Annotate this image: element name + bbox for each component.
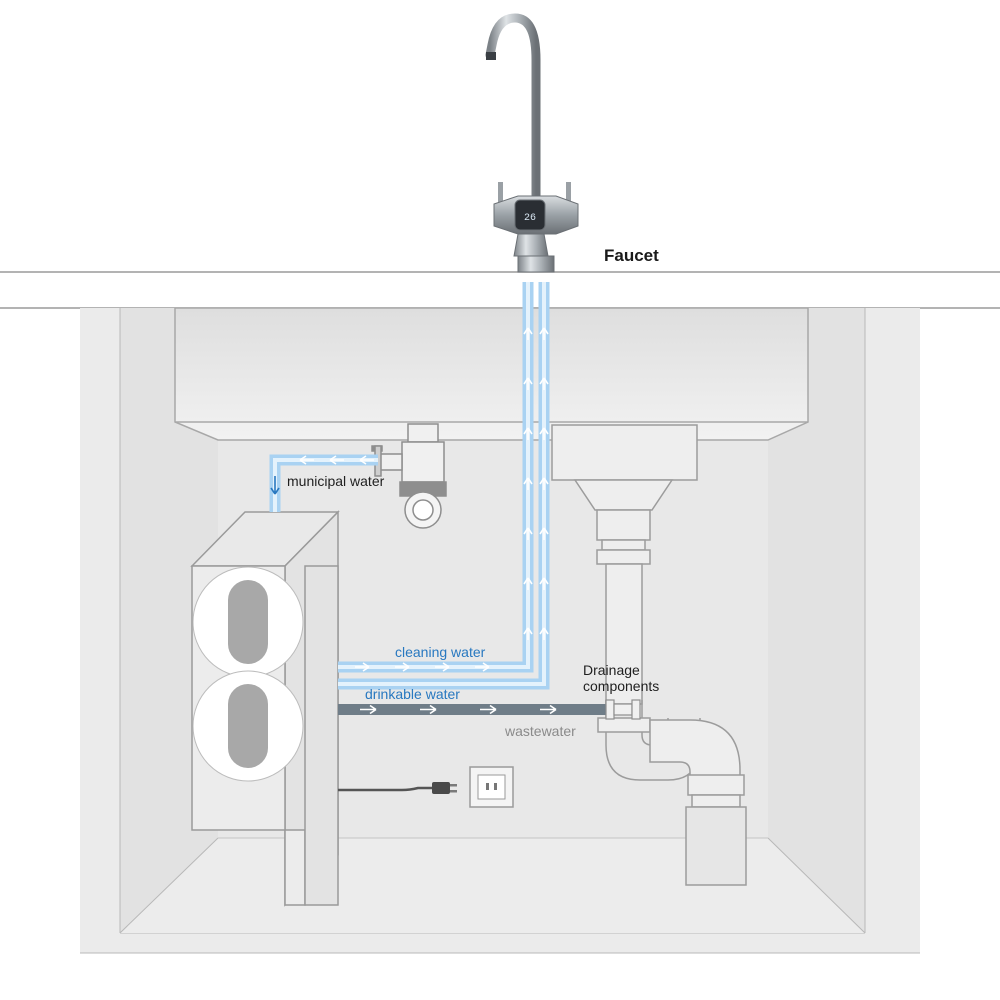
- countertop: [0, 271, 1000, 309]
- plug-icon: [338, 782, 457, 794]
- wastewater-pipe: [338, 699, 641, 720]
- cleaning-water-pipe: [338, 282, 534, 673]
- valve-icon: [371, 423, 447, 529]
- drainage-label-line2: components: [583, 678, 660, 695]
- cleaning-water-label: cleaning water: [395, 644, 486, 660]
- drinkable-water-label: drinkable water: [365, 686, 460, 702]
- water-filter-unit: [190, 510, 340, 907]
- faucet-display-reading: 26: [524, 213, 536, 224]
- faucet-label: Faucet: [604, 246, 659, 265]
- sink-basin: [174, 307, 809, 441]
- drainage-label-line1: Drainage: [583, 662, 640, 678]
- drainage-components: [551, 424, 747, 886]
- wastewater-label: wastewater: [505, 723, 576, 739]
- outlet-icon: [469, 766, 514, 808]
- drinkable-water-pipe: [338, 282, 550, 690]
- municipal-water-pipe: [269, 454, 378, 512]
- municipal-water-label: municipal water: [287, 473, 385, 489]
- faucet-icon: 26: [485, 13, 579, 273]
- drainage-components-label: Drainage components: [583, 662, 659, 694]
